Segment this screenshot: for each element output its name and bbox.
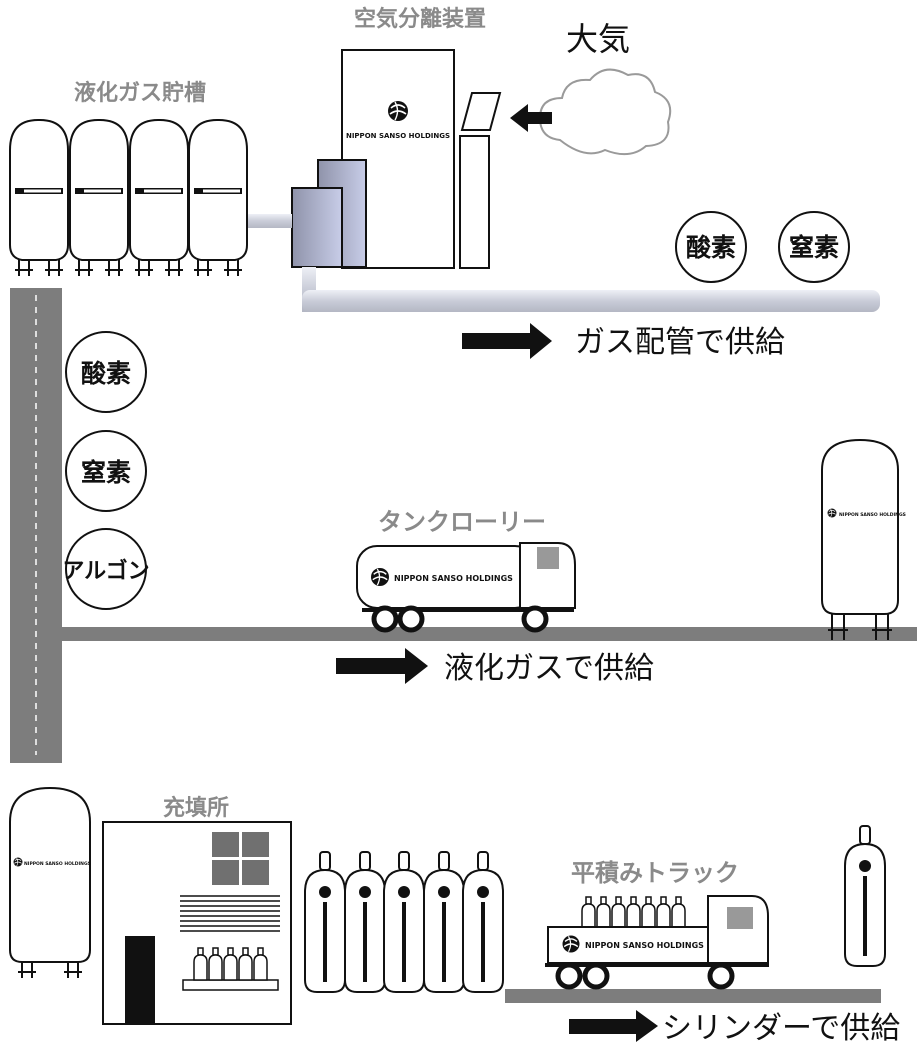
storage-tank [129,119,189,277]
cylinder [344,851,386,993]
tank-storage-title: 液化ガス貯槽 [74,80,206,106]
lorry-logo-text: NIPPON SANSO HOLDINGS [394,574,513,583]
gas-circle-nitrogen-liquid: 窒素 [65,430,147,512]
tank-pipe [240,214,292,228]
tank-lorry-title: タンクローリー [378,508,546,536]
tank-lorry: NIPPON SANSO HOLDINGS [356,542,576,633]
cylinder [423,851,465,993]
storage-tank [188,119,248,277]
filling-station [102,821,292,1025]
gas-oxygen-label: 酸素 [686,233,736,262]
customer-cylinder [844,825,886,967]
cylinder [462,851,504,993]
road-horizontal [62,627,917,641]
customer-tank-logo-text: NIPPON SANSO HOLDINGS [839,512,906,518]
cold-box-front [291,187,343,268]
asu-panel [460,92,502,131]
liq-argon-label: アルゴン [62,558,149,584]
cylinder-supply-label: シリンダーで供給 [662,1011,900,1045]
flatbed-truck: NIPPON SANSO HOLDINGS [545,895,769,990]
gas-circle-nitrogen: 窒素 [778,211,850,283]
gas-nitrogen-label: 窒素 [789,233,839,262]
liq-nitrogen-label: 窒素 [81,458,131,487]
gas-circle-argon-liquid: アルゴン [62,528,150,610]
asu-column [459,135,490,269]
flatbed-truck-title: 平積みトラック [571,859,739,887]
cylinder [304,851,346,993]
asu-logo: NIPPON SANSO HOLDINGS [346,100,450,140]
gas-circle-oxygen: 酸素 [675,211,747,283]
asu-logo-text: NIPPON SANSO HOLDINGS [346,132,450,140]
liq-oxygen-label: 酸素 [81,359,131,388]
filling-tank-logo-text: NIPPON SANSO HOLDINGS [24,861,91,867]
pipeline-arrow-icon [462,323,552,359]
asu-title: 空気分離装置 [354,6,486,32]
flatbed-logo-text: NIPPON SANSO HOLDINGS [585,941,704,950]
liquid-arrow-icon [336,648,428,684]
filling-tank: NIPPON SANSO HOLDINGS [9,786,91,978]
liquid-supply-label: 液化ガスで供給 [444,651,654,686]
intake-arrow-icon [510,104,552,132]
customer-tank: NIPPON SANSO HOLDINGS [821,438,906,640]
pipeline-supply-label: ガス配管で供給 [575,325,785,360]
cylinder [383,851,425,993]
pipeline [302,290,880,312]
road-bottom [505,989,881,1003]
storage-tank [69,119,129,277]
cylinder-arrow-icon [569,1010,658,1042]
atmosphere-label: 大気 [566,20,630,58]
storage-tank [9,119,69,277]
filling-station-title: 充填所 [163,795,229,821]
cloud-icon [538,68,672,156]
gas-circle-oxygen-liquid: 酸素 [65,331,147,413]
